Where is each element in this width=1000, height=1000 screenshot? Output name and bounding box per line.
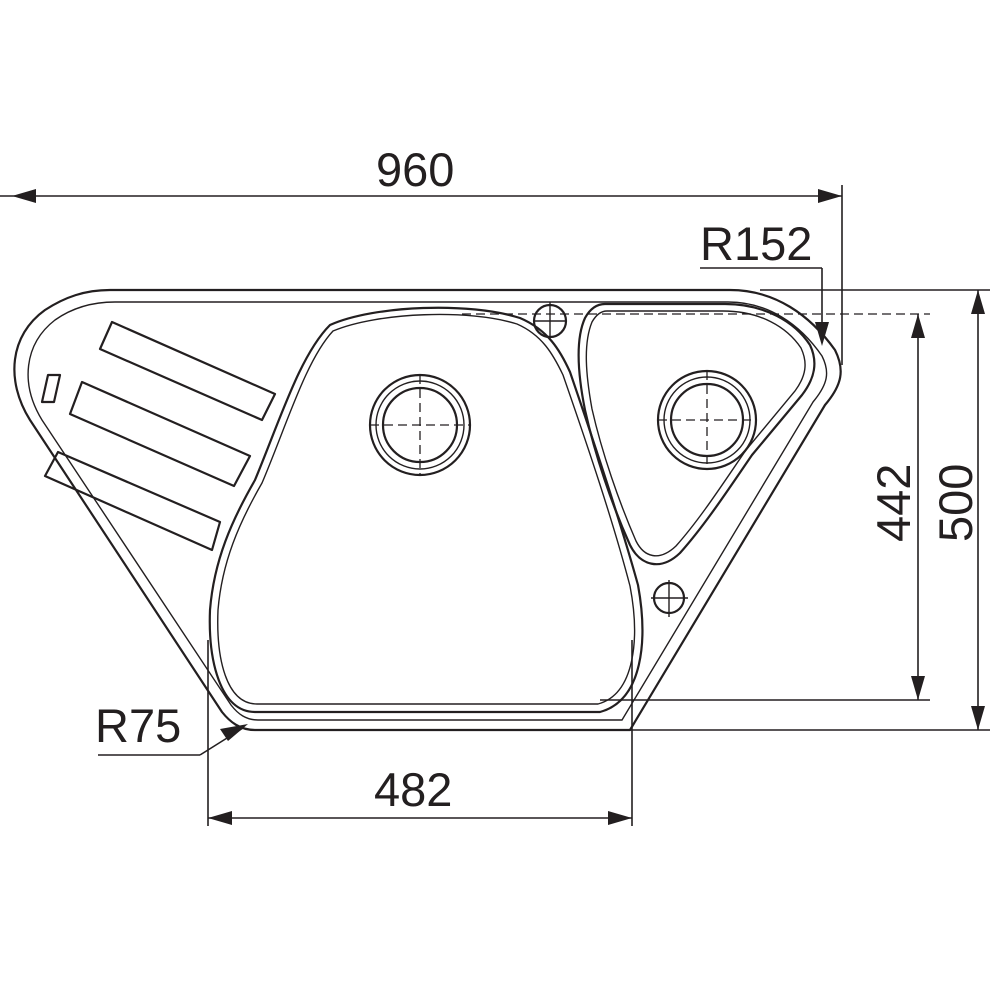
dimension-r75: R75	[95, 699, 248, 756]
sink-inner-rim	[27, 301, 828, 721]
tap-hole-top	[462, 302, 930, 340]
accessory-hole	[651, 580, 688, 617]
secondary-drain	[656, 369, 758, 471]
dimension-label-482: 482	[374, 763, 452, 816]
dimension-r152: R152	[700, 217, 829, 346]
secondary-bowl-outline	[577, 302, 816, 566]
main-drain	[368, 373, 472, 477]
dimension-label-r152: R152	[700, 217, 812, 270]
dimension-label-960: 960	[376, 143, 454, 196]
drain-groove-middle	[68, 380, 252, 488]
main-bowl-outline	[208, 306, 644, 714]
drain-groove-bottom	[43, 450, 222, 552]
dimension-500: 500	[600, 289, 990, 731]
dimension-label-442: 442	[867, 464, 920, 542]
drain-groove-top	[98, 320, 277, 422]
dimension-442: 442	[600, 314, 930, 701]
dimension-482: 482	[207, 640, 633, 826]
dimension-960: 960	[0, 143, 843, 365]
sink-outer-outline	[13, 288, 842, 732]
dimension-label-500: 500	[929, 464, 982, 542]
main-bowl-inner-edge	[217, 313, 636, 705]
secondary-bowl-inner-edge	[585, 310, 806, 557]
dimension-label-r75: R75	[95, 699, 181, 752]
drainboard-grooves	[40, 320, 277, 552]
drain-slot	[40, 373, 62, 404]
